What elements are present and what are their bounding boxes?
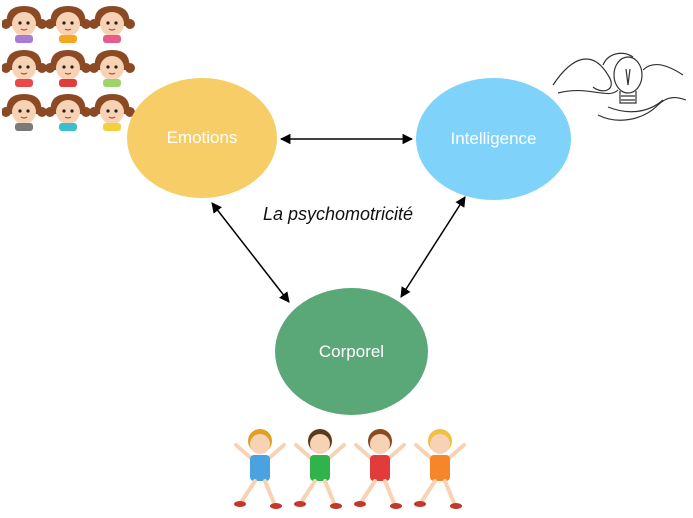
child-face-icon [89,6,135,43]
jumping-children-icon [234,429,466,509]
child-face-icon [2,94,47,131]
child-figure-icon [354,429,406,509]
child-face-icon [45,50,91,87]
emotions-label: Emotions [166,128,238,147]
intelligence-label: Intelligence [450,129,537,148]
arrow-emotions-corporel [211,202,290,303]
diagram-title: La psychomotricité [263,204,414,224]
hand-lightbulb-sketch-icon [552,52,687,121]
child-face-icon [2,50,47,87]
child-face-icon [45,6,91,43]
corporel-label: Corporel [318,341,385,361]
child-figure-icon [234,429,286,509]
child-face-icon [89,50,135,87]
child-figure-icon [294,429,346,509]
intelligence-node: Intelligence [416,78,571,200]
corporel-node: Corporel [275,288,428,415]
child-face-icon [2,6,47,43]
children-emotion-faces-icon [2,6,135,131]
emotions-node: Emotions [127,78,277,198]
child-face-icon [45,94,91,131]
child-figure-icon [414,429,466,509]
arrow-intelligence-corporel [400,196,466,298]
